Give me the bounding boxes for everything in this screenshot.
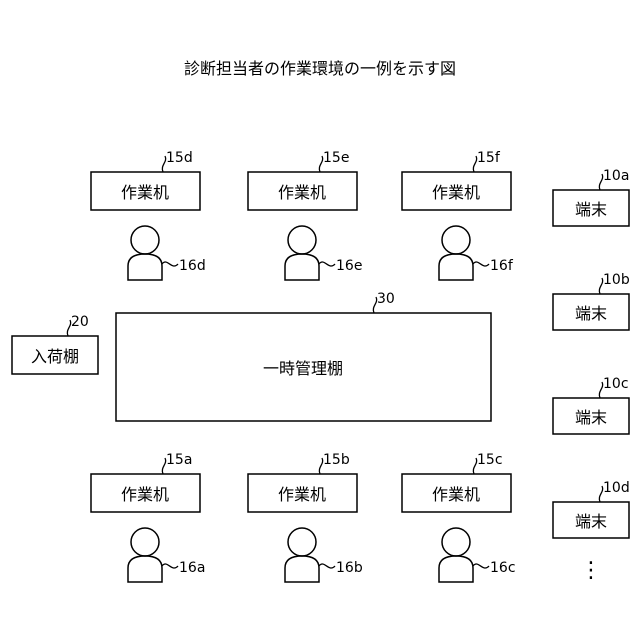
- person-16d: 16d: [128, 226, 206, 280]
- receiving-shelf-20: 入荷棚 20: [12, 314, 98, 374]
- terminal-label: 端末: [575, 408, 607, 427]
- ref-label: 10b: [603, 272, 630, 288]
- ref-label: 20: [71, 314, 89, 330]
- ref-label: 10d: [603, 480, 630, 496]
- workbench-label: 作業机: [121, 183, 169, 202]
- more-terminals-ellipsis: ⋮: [580, 558, 602, 583]
- ref-label: 10a: [603, 168, 629, 184]
- workbench-15f: 作業机 15f: [402, 150, 511, 210]
- person-16f: 16f: [439, 226, 514, 280]
- temp-shelf-label: 一時管理棚: [263, 359, 343, 378]
- terminal-10b: 端末 10b: [553, 272, 630, 330]
- ref-label: 15d: [166, 150, 193, 166]
- terminal-10c: 端末 10c: [553, 376, 629, 434]
- workbench-label: 作業机: [278, 183, 326, 202]
- workbench-label: 作業机: [121, 485, 169, 504]
- workbench-15b: 作業机 15b: [248, 452, 357, 512]
- ref-label: 15b: [323, 452, 350, 468]
- ref-label: 15e: [323, 150, 349, 166]
- person-16e: 16e: [285, 226, 362, 280]
- terminal-label: 端末: [575, 200, 607, 219]
- ref-label: 10c: [603, 376, 629, 392]
- person-16a: 16a: [128, 528, 205, 582]
- ref-label: 16c: [490, 560, 516, 576]
- ref-label: 15c: [477, 452, 503, 468]
- ref-label: 16e: [336, 258, 362, 274]
- workbench-label: 作業机: [432, 485, 480, 504]
- workbench-15a: 作業机 15a: [91, 452, 200, 512]
- ref-label: 15f: [477, 150, 501, 166]
- workbench-15c: 作業机 15c: [402, 452, 511, 512]
- workbench-label: 作業机: [278, 485, 326, 504]
- terminal-10d: 端末 10d: [553, 480, 630, 538]
- ref-label: 15a: [166, 452, 192, 468]
- ref-label: 16f: [490, 258, 514, 274]
- workbench-label: 作業机: [432, 183, 480, 202]
- workbench-15e: 作業机 15e: [248, 150, 357, 210]
- workbench-15d: 作業机 15d: [91, 150, 200, 210]
- diagram-title: 診断担当者の作業環境の一例を示す図: [184, 59, 456, 78]
- terminal-label: 端末: [575, 512, 607, 531]
- terminal-10a: 端末 10a: [553, 168, 629, 226]
- temp-shelf-30: 一時管理棚 30: [116, 291, 491, 421]
- person-16b: 16b: [285, 528, 363, 582]
- ref-label: 30: [377, 291, 395, 307]
- terminal-label: 端末: [575, 304, 607, 323]
- person-16c: 16c: [439, 528, 516, 582]
- ref-label: 16b: [336, 560, 363, 576]
- ref-label: 16d: [179, 258, 206, 274]
- ref-label: 16a: [179, 560, 205, 576]
- receiving-shelf-label: 入荷棚: [31, 347, 79, 366]
